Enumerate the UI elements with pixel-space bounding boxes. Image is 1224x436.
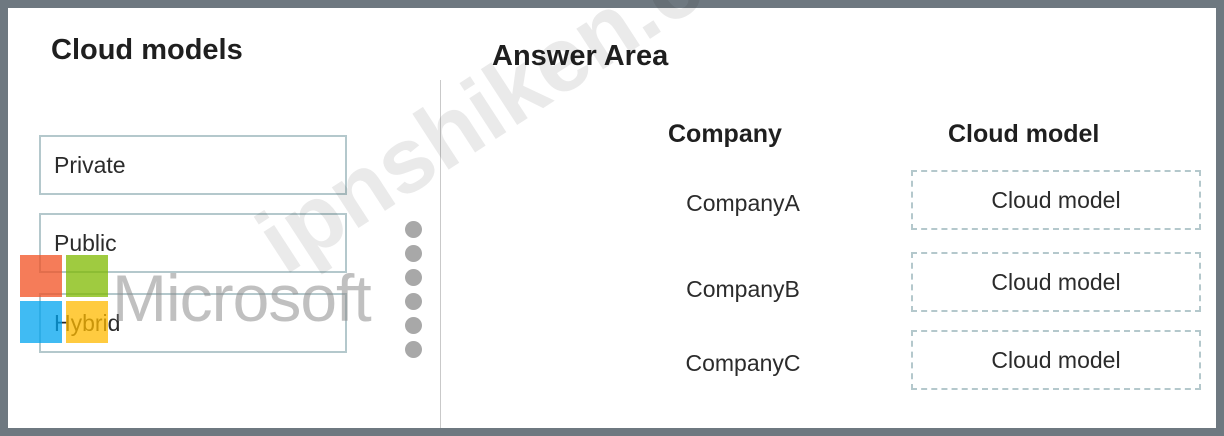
cloud-model-column-header: Cloud model [948,120,1100,148]
logo-square-green [66,255,108,297]
grip-dot [405,245,422,262]
grip-dot [405,269,422,286]
drag-item-private[interactable]: Private [39,135,347,195]
grip-dot [405,293,422,310]
logo-square-yellow [66,301,108,343]
company-label-c: CompanyC [685,350,801,376]
microsoft-logo-watermark [20,255,110,347]
answer-area-heading: Answer Area [492,40,669,72]
panel-divider [440,80,441,428]
drag-item-public[interactable]: Public [39,213,347,273]
cloud-models-heading: Cloud models [51,34,243,66]
drop-target-a[interactable]: Cloud model [911,170,1201,230]
company-column-header: Company [668,120,782,148]
drop-target-placeholder: Cloud model [991,186,1121,213]
drop-target-b[interactable]: Cloud model [911,252,1201,312]
company-label-b: CompanyB [686,276,800,302]
drop-target-placeholder: Cloud model [991,268,1121,295]
microsoft-text-watermark: Microsoft [112,261,372,335]
grip-dot [405,317,422,334]
drop-target-placeholder: Cloud model [991,346,1121,373]
drag-item-label: Public [54,229,117,256]
drop-target-c[interactable]: Cloud model [911,330,1201,390]
company-label-a: CompanyA [686,190,800,216]
drag-item-label: Private [54,151,126,178]
grip-dot [405,221,422,238]
logo-square-blue [20,301,62,343]
logo-square-red [20,255,62,297]
grip-dot [405,341,422,358]
